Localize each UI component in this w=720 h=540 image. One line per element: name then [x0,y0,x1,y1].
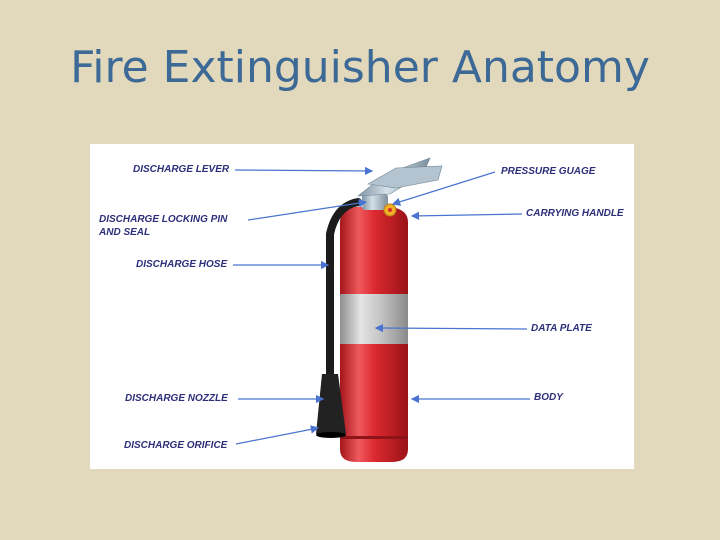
diagram-panel: DISCHARGE LEVER DISCHARGE LOCKING PIN AN… [90,144,634,469]
label-data-plate: DATA PLATE [531,323,592,334]
label-pressure-gauge: PRESSURE GUAGE [501,166,596,177]
data-plate-band [340,294,408,344]
slide-title: Fire Extinguisher Anatomy [70,42,650,93]
label-discharge-locking-pin: DISCHARGE LOCKING PIN AND SEAL [99,214,228,238]
label-discharge-orifice: DISCHARGE ORIFICE [124,440,228,451]
label-discharge-lever: DISCHARGE LEVER [133,164,230,175]
label-carrying-handle: CARRYING HANDLE [526,208,624,219]
cylinder-body [340,207,408,462]
label-body: BODY [534,392,563,403]
label-discharge-nozzle: DISCHARGE NOZZLE [125,393,228,404]
carrying-handle-shape [367,165,443,189]
leader-lines [233,166,530,445]
label-discharge-hose: DISCHARGE HOSE [136,259,228,270]
discharge-hose-shape [316,198,362,438]
valve-assembly [354,157,443,217]
extinguisher-illustration [233,157,530,462]
discharge-nozzle-shape [316,374,346,434]
